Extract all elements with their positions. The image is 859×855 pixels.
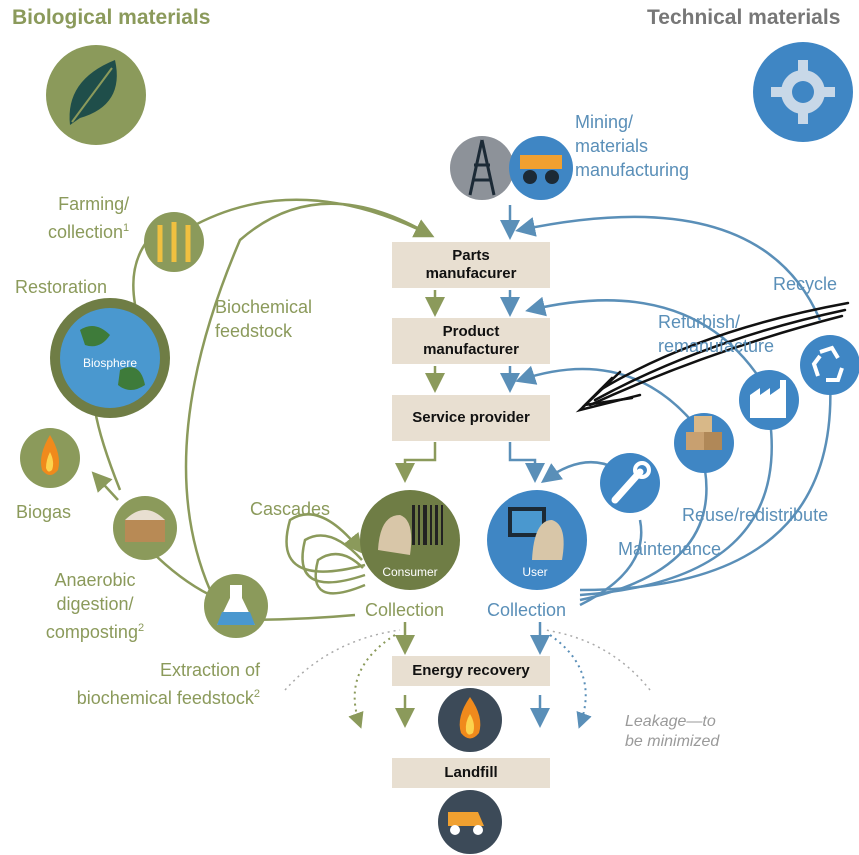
label-collection-bio: Collection (365, 600, 445, 620)
label-recycle: Recycle (773, 274, 838, 294)
label-farming: Farming/ collection1 (48, 194, 130, 242)
monitor-icon (487, 490, 587, 590)
barcode-icon (360, 490, 460, 590)
dump-truck-icon (438, 790, 502, 854)
label-restoration: Restoration (15, 277, 108, 297)
flame-icon (20, 428, 80, 488)
box-service-provider: Service provider (392, 395, 550, 441)
leakage-arcs (284, 629, 651, 729)
label-cascades: Cascades (250, 499, 331, 519)
label-extraction: Extraction of biochemical feedstock2 (76, 660, 260, 708)
box-parts-manufacturer: Parts manufacurer (392, 242, 550, 288)
box-landfill: Landfill (392, 758, 550, 788)
wrench-icon (600, 453, 660, 513)
oil-rig-icon (450, 136, 514, 200)
label-biogas: Biogas (16, 502, 72, 522)
label-consumer: Consumer (382, 565, 438, 579)
label-biochemical-feedstock: Biochemical feedstock (215, 297, 313, 341)
globe-icon (50, 298, 170, 418)
header-biological: Biological materials (12, 6, 211, 29)
center-arrows (395, 205, 550, 728)
box-product-manufacturer: Product manufacturer (392, 318, 550, 364)
grain-fish-icon (144, 212, 204, 272)
technical-flows (515, 215, 832, 607)
compost-icon (113, 496, 177, 560)
label-mining: Mining/ materials manufacturing (575, 112, 690, 180)
box-energy-recovery: Energy recovery (392, 656, 550, 686)
factory-icon (739, 370, 799, 430)
label-refurbish: Refurbish/ remanufacture (658, 312, 775, 356)
gear-icon (753, 42, 853, 142)
hand-drawn-arrow-icon (575, 301, 850, 413)
recycle-icon (800, 335, 859, 395)
label-user: User (522, 565, 548, 579)
label-maintenance: Maintenance (618, 539, 722, 559)
label-collection-tech: Collection (487, 600, 567, 620)
leaf-icon (46, 45, 146, 145)
label-leakage: Leakage—to be minimized (625, 713, 720, 750)
label-anaerobic: Anaerobic digestion/ composting2 (45, 570, 145, 642)
mining-truck-icon (509, 136, 573, 200)
label-reuse: Reuse/redistribute (682, 505, 829, 525)
flask-icon (204, 574, 268, 638)
boxes-icon (674, 413, 734, 473)
header-technical: Technical materials (647, 6, 841, 29)
energy-flame-icon (438, 688, 502, 752)
label-biosphere: Biosphere (82, 356, 138, 370)
